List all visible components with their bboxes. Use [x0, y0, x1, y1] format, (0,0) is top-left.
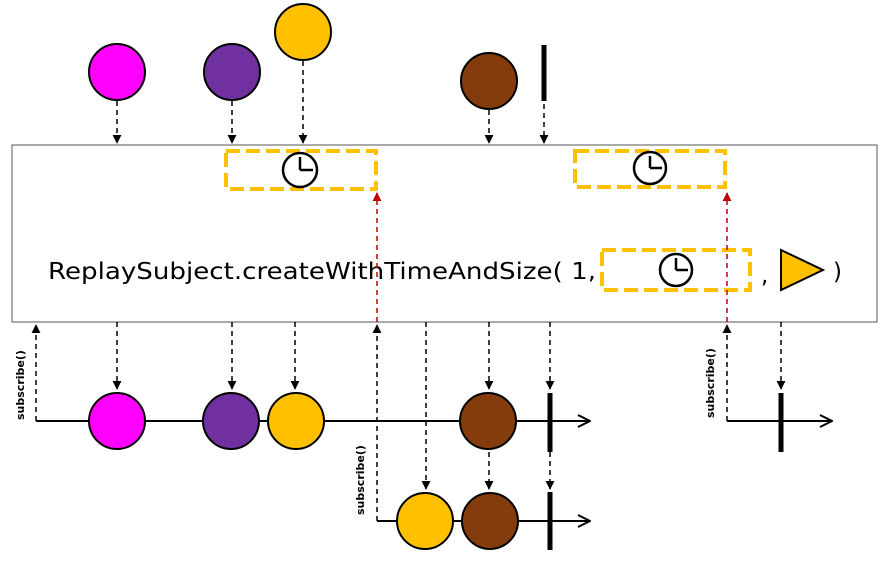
subscribe-arrows-red: [372, 192, 732, 322]
subscriber-3: subscribe(): [704, 322, 832, 452]
magenta-marble: [88, 392, 146, 450]
brown-marble: [461, 492, 519, 550]
yellow-marble: [274, 3, 332, 61]
subscribe-label-2: subscribe(): [354, 445, 367, 515]
comma-label: ,: [761, 263, 768, 289]
source-emissions: [88, 3, 547, 110]
time-window-1: [224, 149, 378, 191]
clock-icon: [632, 150, 668, 186]
window-parameter: [600, 248, 752, 292]
close-paren-label: ): [833, 259, 842, 285]
subscriber-2: subscribe(): [354, 322, 590, 550]
subscriber-1: subscribe(): [14, 322, 590, 452]
scheduler-triangle-icon: [780, 248, 826, 292]
clock-icon: [658, 252, 694, 288]
magenta-marble: [88, 43, 146, 101]
purple-marble: [202, 392, 260, 450]
yellow-marble: [267, 392, 325, 450]
input-arrows: [112, 61, 549, 144]
operator-label: ReplaySubject.createWithTimeAndSize( 1,: [48, 259, 596, 285]
time-window-2: [573, 149, 727, 189]
clock-icon: [281, 151, 319, 189]
subscribe-label-3: subscribe(): [704, 348, 717, 418]
brown-marble: [460, 52, 518, 110]
yellow-marble: [396, 492, 454, 550]
subscribe-label-1: subscribe(): [14, 350, 27, 420]
operator-box: [11, 144, 878, 323]
purple-marble: [203, 43, 261, 101]
brown-marble: [459, 392, 517, 450]
